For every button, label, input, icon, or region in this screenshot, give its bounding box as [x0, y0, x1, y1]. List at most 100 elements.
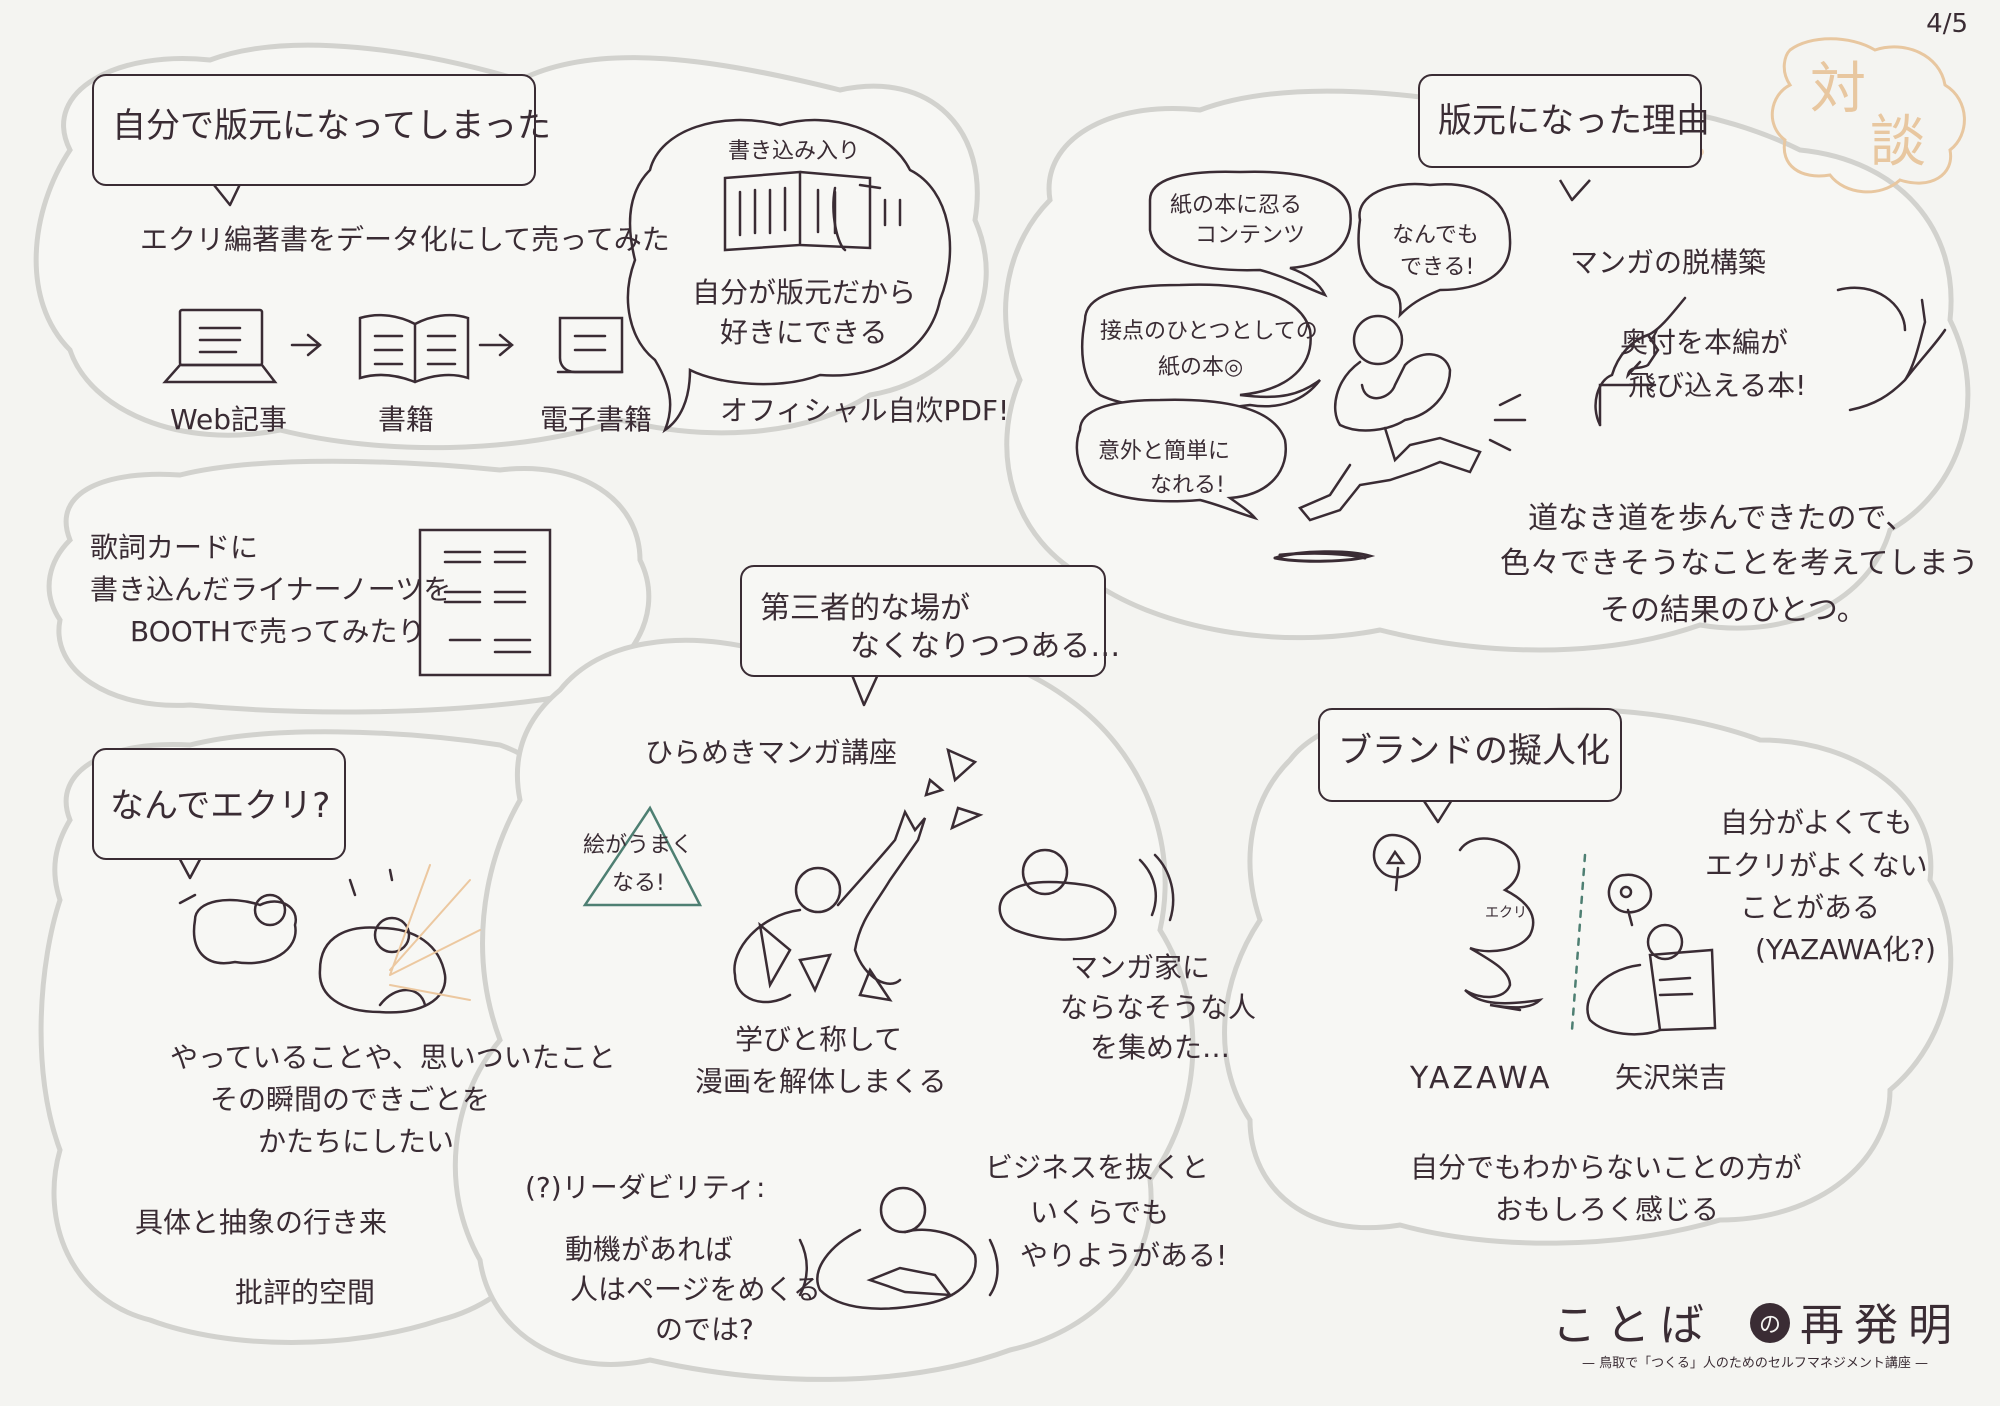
- brand-question-3: ことがある: [1740, 891, 1881, 924]
- flow-arrow-1: [290, 333, 322, 357]
- section-3-line-1: やっていることや、思いついたこと: [170, 1041, 616, 1074]
- section-4-title-2: なくなりつつある…: [850, 629, 1121, 664]
- readability-1: (?)リーダビリティ:: [525, 1171, 766, 1204]
- readability-3: 人はページをめくる: [570, 1273, 821, 1306]
- bubble-paper-1: 紙の本に忍る: [1170, 193, 1303, 218]
- logo-ornament-icon: の: [1750, 1303, 1790, 1343]
- section-2-line-3: BOOTHで売ってみたり: [130, 615, 426, 648]
- page-number: 4/5: [1926, 9, 1968, 39]
- manga-artist-2: ならなそうな人: [1060, 991, 1257, 1024]
- triangle-text-2: なる!: [612, 871, 665, 896]
- manga-shapes-icon: [924, 747, 984, 831]
- section-3-line-2: その瞬間のできごとを: [210, 1083, 491, 1116]
- ebook-icon: [556, 316, 624, 374]
- business-2: いくらでも: [1030, 1196, 1170, 1229]
- section-1-title: 自分で版元になってしまった: [112, 106, 551, 146]
- speech-bubble-anything: [1357, 182, 1512, 319]
- book-icon: [358, 313, 470, 384]
- name-yazawa-eikichi: 矢沢栄吉: [1615, 1061, 1728, 1094]
- bubble-anything-2: できる!: [1400, 255, 1475, 280]
- readability-4: のでは?: [655, 1313, 754, 1346]
- reason-para-1: 道なき道を歩んできたので、: [1528, 501, 1916, 536]
- manga-artist-1: マンガ家に: [1070, 951, 1211, 984]
- ekuri-ghost-icon: [1458, 837, 1544, 1012]
- bubble-text-1: 自分が版元だから: [692, 276, 917, 309]
- laptop-icon: [162, 308, 278, 384]
- bubble-paper-2: コンテンツ: [1195, 223, 1306, 248]
- brand-question-1: 自分がよくても: [1720, 806, 1913, 839]
- section-1-line: エクリ編著書をデータ化にして売ってみた: [140, 223, 670, 256]
- manga-deconstruct-1: 奥付を本編が: [1620, 326, 1789, 359]
- reason-para-2: 色々できそうなことを考えてしまう: [1500, 546, 1979, 581]
- speech-circle-icon: [1607, 873, 1653, 927]
- bubble-easy-1: 意外と簡単に: [1098, 439, 1231, 464]
- section-6-title: ブランドの擬人化: [1338, 731, 1610, 771]
- svg-text:の: の: [1759, 1313, 1781, 1338]
- bubble-text-2: 好きにできる: [720, 316, 888, 349]
- logo-text-2: 再発明: [1800, 1300, 1962, 1351]
- logo-subtitle: — 鳥取で「つくる」人のためのセルフマネジメント講座 —: [1582, 1356, 1929, 1371]
- manga-deconstruct-2: 飛び込える本!: [1628, 369, 1807, 402]
- ekuri-tag: エクリ: [1485, 905, 1527, 921]
- section-5-title: 版元になった理由: [1438, 101, 1710, 141]
- section-3-line-4: 具体と抽象の行き来: [135, 1206, 388, 1239]
- lying-figure-icon: [998, 848, 1175, 941]
- thought-triangle-icon: [1372, 833, 1421, 892]
- learn-text-1: 学びと称して: [735, 1023, 903, 1056]
- business-1: ビジネスを抜くと: [985, 1151, 1210, 1184]
- flow-arrow-2: [478, 333, 514, 357]
- bubble-anything-1: なんでも: [1392, 223, 1479, 248]
- bubble-easy-2: なれる!: [1150, 473, 1225, 498]
- readability-2: 動機があれば: [565, 1233, 734, 1266]
- section-3-line-3: かたちにしたい: [258, 1125, 455, 1158]
- manga-deconstruct-title: マンガの脱構築: [1570, 246, 1767, 279]
- cloud-section-6: [1222, 707, 1954, 1246]
- brand-question-2: エクリがよくない: [1705, 849, 1928, 882]
- dissecting-figure-icon: [733, 808, 927, 1004]
- manga-course: ひらめきマンガ講座: [645, 736, 898, 769]
- shadow-scribble: [1273, 550, 1376, 563]
- pdf-note: オフィシャル自炊PDF!: [720, 394, 1010, 427]
- brand-question-4: (YAZAWA化?): [1755, 933, 1936, 966]
- bubble-heading: 書き込み入り: [728, 139, 861, 164]
- brand-bottom-2: おもしろく感じる: [1495, 1193, 1720, 1226]
- name-yazawa: YAZAWA: [1410, 1061, 1553, 1096]
- title-box-third-party: [740, 565, 1106, 677]
- flow-label-web: Web記事: [170, 403, 288, 436]
- learn-text-2: 漫画を解体しまくる: [695, 1065, 947, 1098]
- jumping-figure-icon: [1594, 286, 1947, 427]
- yazawa-figure-icon: [1586, 923, 1717, 1036]
- section-3-line-5: 批評的空間: [235, 1276, 376, 1309]
- title-box-why-ekuri: [92, 748, 346, 860]
- bubble-touchpoint-1: 接点のひとつとしての: [1100, 319, 1318, 344]
- flow-label-ebook: 電子書籍: [540, 403, 653, 436]
- flow-label-book: 書籍: [378, 403, 435, 436]
- stamp-cloud: [1770, 37, 1966, 194]
- title-box-brand: [1318, 708, 1622, 802]
- stamp-char-2: 談: [1870, 110, 1926, 175]
- manga-artist-3: を集めた…: [1090, 1031, 1231, 1064]
- speech-bubble-easy: [1075, 398, 1287, 521]
- brand-bottom-1: 自分でもわからないことの方が: [1410, 1151, 1802, 1184]
- title-box-reason: [1418, 74, 1702, 168]
- liner-notes-card-icon: [418, 528, 552, 677]
- speech-bubble-paper-content: [1148, 170, 1352, 298]
- cloud-section-2: [46, 458, 652, 715]
- section-2-line-1: 歌詞カードに: [90, 531, 259, 564]
- reading-figure-icon: [798, 1186, 999, 1310]
- section-3-title: なんでエクリ?: [110, 786, 331, 826]
- reason-para-3: その結果のひとつ。: [1600, 593, 1867, 628]
- title-box-self-publisher: [92, 74, 536, 186]
- annotated-book-icon: [723, 170, 902, 252]
- section-2-line-2: 書き込んだライナーノーツを: [90, 573, 452, 606]
- logo-text-1: ことば: [1552, 1300, 1714, 1351]
- business-3: やりようがある!: [1020, 1239, 1228, 1272]
- triangle-shape: [582, 805, 703, 907]
- running-person-icon: [1297, 314, 1527, 522]
- dashed-divider: [1570, 853, 1587, 1032]
- bubble-touchpoint-2: 紙の本◎: [1158, 355, 1244, 380]
- triangle-text-1: 絵がうまく: [583, 833, 694, 858]
- stamp-char-1: 対: [1810, 57, 1866, 122]
- drawing-figures-icon: [192, 893, 447, 1014]
- section-4-title-1: 第三者的な場が: [760, 591, 970, 626]
